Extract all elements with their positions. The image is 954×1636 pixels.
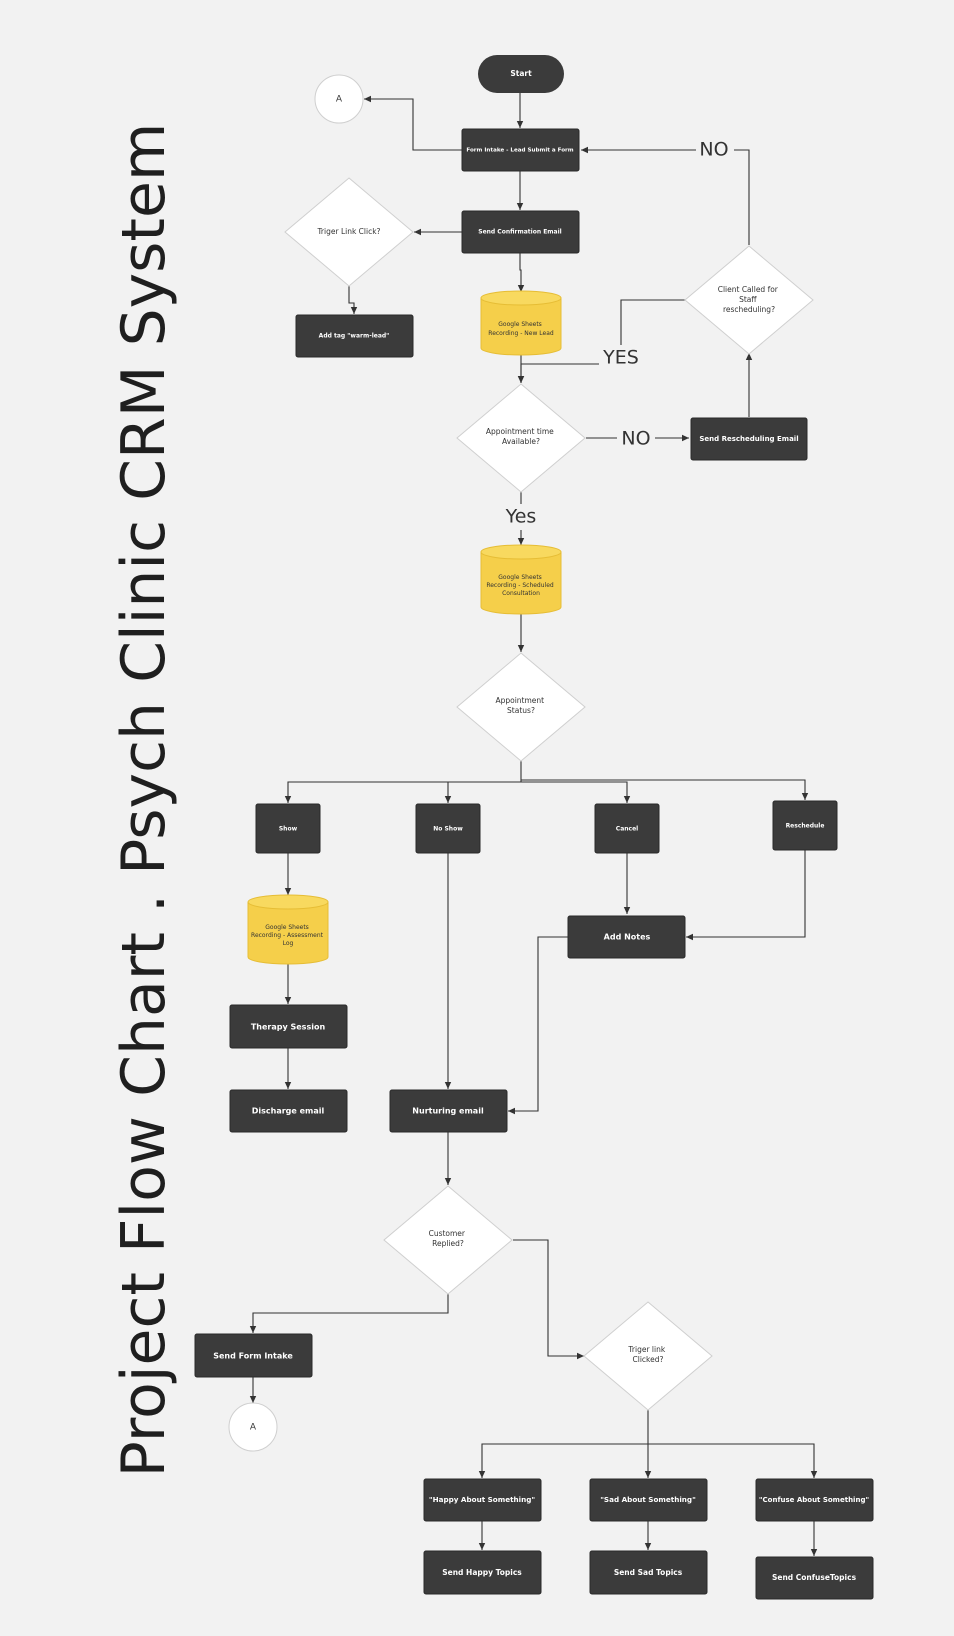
svg-text:Nurturing email: Nurturing email bbox=[412, 1107, 484, 1116]
process-send-confuse: Send ConfuseTopics bbox=[755, 1556, 874, 1600]
process-add-tag: Add tag "warm-lead" bbox=[295, 314, 414, 358]
process-send-form-intake: Send Form Intake bbox=[194, 1333, 313, 1378]
process-send-confirmation: Send Confirmation Email bbox=[461, 210, 580, 254]
database-new-lead: Google Sheets Recording - New Lead bbox=[480, 290, 562, 356]
svg-text:Therapy Session: Therapy Session bbox=[251, 1023, 326, 1032]
svg-text:Appointment time Availab: Appointment time Available? bbox=[486, 427, 556, 446]
svg-text:Customer Replied?: Customer Replied? bbox=[429, 1229, 468, 1248]
svg-text:Google Sheets Recording: Google Sheets Recording - Assessment Log bbox=[251, 924, 325, 947]
svg-text:Add Notes: Add Notes bbox=[604, 933, 651, 942]
edge-reschedule-addnotes bbox=[686, 850, 806, 941]
svg-text:"Confuse About Something": "Confuse About Something" bbox=[759, 1496, 869, 1504]
svg-text:Add tag "warm-lead": Add tag "warm-lead" bbox=[319, 333, 390, 340]
edge-confirmation-gsnewlead bbox=[517, 253, 525, 292]
edge-triger-confuse bbox=[648, 1443, 818, 1478]
svg-text:Discharge email: Discharge email bbox=[252, 1107, 325, 1116]
svg-text:Send Form Intake: Send Form Intake bbox=[213, 1352, 293, 1361]
svg-text:"Sad About Something": "Sad About Something" bbox=[600, 1495, 696, 1504]
edge-clientcalled-formintake-no bbox=[581, 146, 750, 245]
decision-appointment-available: Appointment time Available? bbox=[456, 383, 586, 493]
svg-text:Appointment Status?: Appointment Status? bbox=[495, 696, 546, 715]
edge-addnotes-nurturing bbox=[508, 936, 568, 1115]
process-no-show: No Show bbox=[415, 803, 481, 854]
svg-text:Send Sad Topics: Send Sad Topics bbox=[614, 1568, 683, 1577]
edge-label-yes-low: Yes bbox=[501, 504, 541, 530]
process-confuse: "Confuse About Something" bbox=[755, 1478, 874, 1522]
svg-text:YES: YES bbox=[602, 347, 639, 369]
process-therapy-session: Therapy Session bbox=[229, 1004, 348, 1049]
edge-replied-sendform bbox=[249, 1293, 449, 1333]
process-send-sad: Send Sad Topics bbox=[589, 1550, 708, 1595]
process-send-rescheduling: Send Rescheduling Email bbox=[690, 417, 808, 461]
edge-status-cancel bbox=[521, 781, 631, 803]
svg-text:Cancel: Cancel bbox=[616, 826, 638, 833]
decision-customer-replied: Customer Replied? bbox=[383, 1185, 513, 1295]
database-assessment-log: Google Sheets Recording - Assessment Log bbox=[247, 894, 329, 965]
edge-label-no-top: NO bbox=[696, 137, 734, 163]
svg-text:Form Intake - Lead Submit a Fo: Form Intake - Lead Submit a Form bbox=[466, 148, 573, 154]
process-happy: "Happy About Something" bbox=[423, 1478, 542, 1522]
process-reschedule: Reschedule bbox=[772, 800, 838, 851]
edge-labels: NO YES NO Yes bbox=[501, 137, 734, 530]
edge-triger-happy bbox=[478, 1410, 649, 1478]
start-terminal: Start bbox=[478, 55, 564, 93]
edge-triger-addtag bbox=[348, 285, 358, 314]
edge-status-noshow bbox=[444, 781, 521, 803]
connector-a-bottom: A bbox=[228, 1402, 278, 1452]
process-sad: "Sad About Something" bbox=[589, 1478, 708, 1522]
svg-text:No Show: No Show bbox=[433, 826, 463, 833]
edge-status-show bbox=[284, 760, 522, 803]
svg-text:Start: Start bbox=[510, 69, 532, 78]
svg-text:NO: NO bbox=[621, 428, 650, 450]
edge-status-reschedule bbox=[521, 779, 809, 800]
svg-text:Show: Show bbox=[279, 826, 298, 833]
svg-text:A: A bbox=[250, 1423, 257, 1433]
process-discharge-email: Discharge email bbox=[229, 1089, 348, 1133]
svg-text:Send Confirmation Email: Send Confirmation Email bbox=[478, 229, 561, 236]
process-cancel: Cancel bbox=[594, 803, 660, 854]
process-nurturing-email: Nurturing email bbox=[389, 1089, 508, 1133]
connector-a-top: A bbox=[314, 74, 364, 124]
svg-text:Google Sheets Recording: Google Sheets Recording - New Lead bbox=[488, 321, 554, 337]
svg-text:NO: NO bbox=[699, 139, 728, 161]
svg-text:Send Rescheduling Email: Send Rescheduling Email bbox=[699, 435, 798, 443]
svg-text:Reschedule: Reschedule bbox=[786, 823, 825, 830]
process-send-happy: Send Happy Topics bbox=[423, 1550, 542, 1595]
database-scheduled-consultation: Google Sheets Recording - Scheduled Cons… bbox=[480, 544, 562, 615]
svg-text:Google Sheets Recording: Google Sheets Recording - Scheduled Cons… bbox=[486, 574, 555, 597]
svg-text:Yes: Yes bbox=[505, 506, 537, 528]
decision-client-called: Client Called for Staff rescheduling? bbox=[684, 245, 814, 355]
svg-text:Send ConfuseTopics: Send ConfuseTopics bbox=[772, 1573, 857, 1582]
decision-triger-link-clicked: Triger link Clicked? bbox=[583, 1301, 713, 1411]
svg-text:A: A bbox=[336, 95, 343, 105]
decision-triger-link-click: Triger Link Click? bbox=[284, 177, 414, 287]
edges bbox=[249, 93, 818, 1556]
edge-formintake-connector bbox=[364, 95, 462, 151]
svg-text:Client Called for Staff: Client Called for Staff rescheduling? bbox=[718, 285, 781, 314]
svg-text:Send Happy Topics: Send Happy Topics bbox=[442, 1568, 522, 1577]
edge-label-yes-mid: YES bbox=[599, 345, 643, 371]
svg-text:"Happy About Something": "Happy About Something" bbox=[429, 1495, 536, 1504]
edge-replied-triger bbox=[513, 1239, 584, 1360]
decision-appointment-status: Appointment Status? bbox=[456, 652, 586, 762]
svg-text:Triger Link Click?: Triger Link Click? bbox=[316, 227, 380, 236]
process-form-intake: Form Intake - Lead Submit a Form bbox=[461, 128, 580, 172]
svg-text:Triger link Clicked?: Triger link Clicked? bbox=[627, 1345, 667, 1364]
edge-label-no-mid: NO bbox=[617, 425, 655, 451]
process-show: Show bbox=[255, 803, 321, 854]
process-add-notes: Add Notes bbox=[567, 915, 686, 959]
